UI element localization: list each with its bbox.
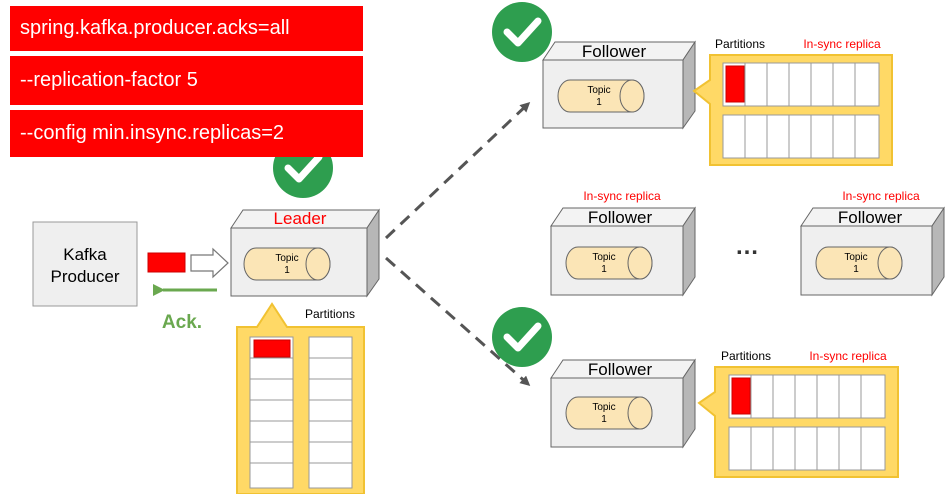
follower-mid-left-topic-number: 1 [601, 264, 607, 275]
ellipsis: … [735, 233, 759, 260]
check-icon-follower-bottom [492, 307, 552, 367]
follower-top-insync-label: In-sync replica [803, 37, 881, 51]
producer-label-line1: Kafka [63, 245, 107, 264]
config-replication-factor: --replication-factor 5 [10, 56, 363, 105]
follower-mid-right-topic-number: 1 [853, 264, 859, 275]
producer-box [32, 221, 138, 307]
follower-mid-left-broker [550, 206, 696, 297]
follower-bottom-topic-label: Topic [592, 402, 615, 413]
leader-partitions-label: Partitions [305, 307, 355, 321]
follower-bottom-broker [550, 358, 696, 449]
follower-bottom-label: Follower [588, 360, 653, 379]
message-block [147, 252, 186, 273]
config-acks: spring.kafka.producer.acks=all [10, 6, 363, 51]
follower-bottom-topic-number: 1 [601, 414, 607, 425]
follower-mid-left-label: Follower [588, 208, 653, 227]
producer-label-line2: Producer [51, 267, 120, 286]
follower-top-broker [542, 40, 696, 130]
follower-bottom-partitions-label: Partitions [721, 349, 771, 363]
follower-mid-right-topic-label: Topic [844, 252, 867, 263]
follower-top-topic-label: Topic [587, 85, 610, 96]
follower-top-partitions-label: Partitions [715, 37, 765, 51]
follower-mid-right-broker [800, 206, 945, 297]
leader-partition-0 [249, 336, 294, 489]
replication-arrow-top [384, 101, 531, 240]
leader-topic-label: Topic [275, 253, 298, 264]
follower-mid-right-label: Follower [838, 208, 903, 227]
follower-top-label: Follower [582, 42, 647, 61]
replication-arrow-bottom [385, 256, 531, 386]
leader-broker [230, 208, 380, 298]
follower-mid-left-insync-label: In-sync replica [583, 189, 661, 203]
leader-label: Leader [274, 209, 327, 228]
leader-topic-number: 1 [284, 265, 290, 276]
leader-partition-1 [308, 336, 353, 489]
follower-top-partition-0 [722, 62, 880, 107]
follower-top-partition-1 [722, 114, 880, 159]
follower-top-topic-number: 1 [596, 97, 602, 108]
config-min-insync-replicas: --config min.insync.replicas=2 [10, 110, 363, 157]
follower-bottom-partition-1 [728, 426, 886, 471]
send-arrow [190, 247, 229, 279]
follower-mid-left-topic-label: Topic [592, 252, 615, 263]
follower-bottom-insync-label: In-sync replica [809, 349, 887, 363]
ack-label: Ack. [162, 312, 202, 333]
follower-bottom-partition-0 [728, 374, 886, 419]
check-icon-follower-top [492, 2, 552, 62]
follower-mid-right-insync-label: In-sync replica [842, 189, 920, 203]
